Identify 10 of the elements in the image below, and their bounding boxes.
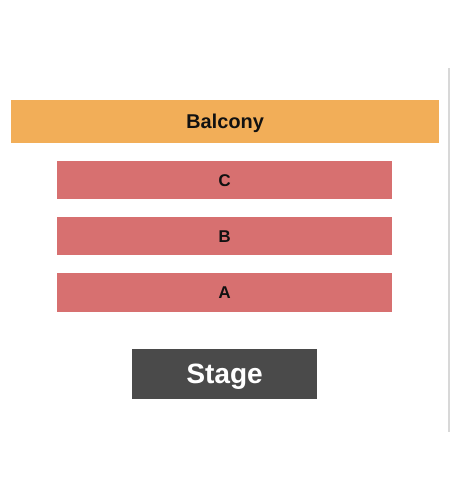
section-label: C	[218, 172, 231, 188]
section-label: Balcony	[186, 112, 264, 132]
seating-section	[57, 273, 392, 312]
balcony-section	[11, 100, 439, 143]
stage-block	[132, 349, 317, 399]
seating-section	[57, 217, 392, 255]
section-label: B	[218, 228, 231, 244]
section-label: A	[218, 284, 231, 301]
section-label: Stage	[186, 360, 263, 388]
seating-section	[57, 161, 392, 199]
